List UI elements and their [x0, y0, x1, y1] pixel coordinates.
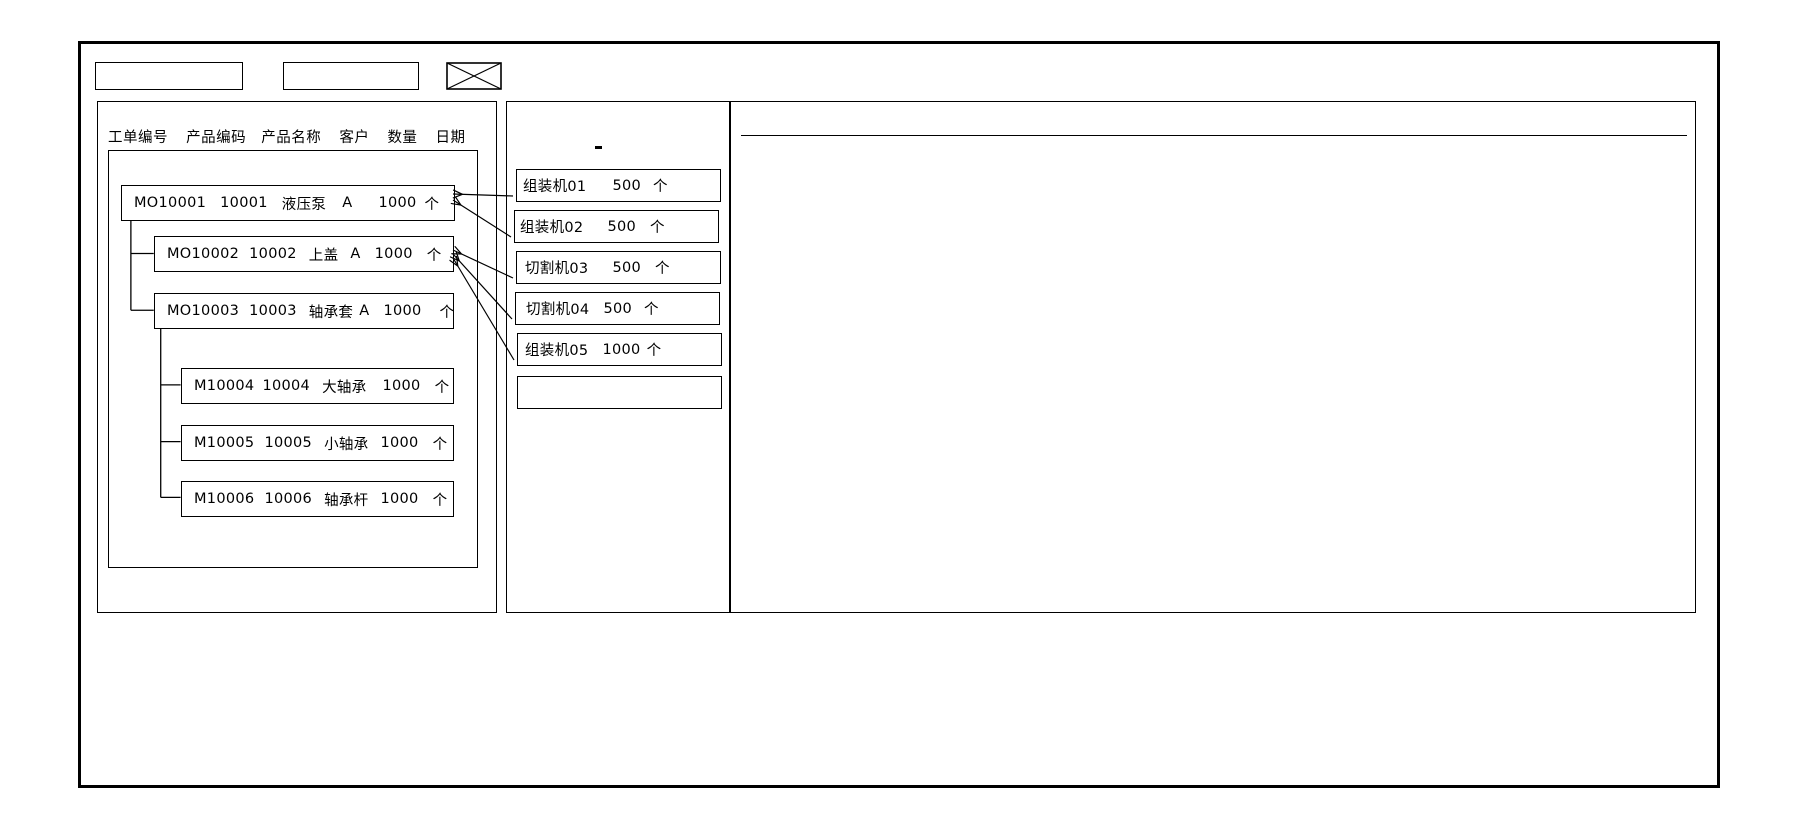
- list-item[interactable]: 切割机04 500 个: [515, 292, 720, 325]
- tree-rows: MO10001 10001 液压泵 A 1000 个 MO10002 10002…: [109, 151, 477, 567]
- row-qty: 1000: [374, 246, 413, 262]
- row-product-name: 小轴承: [324, 436, 369, 453]
- panel-marker-dash: [595, 146, 602, 149]
- machine-unit: 个: [650, 220, 665, 236]
- row-product-name: 轴承杆: [324, 492, 369, 509]
- list-item[interactable]: 组装机02 500 个: [514, 210, 719, 243]
- row-unit: 个: [434, 379, 450, 396]
- row-order-no: MO10002: [167, 246, 240, 262]
- row-qty: 1000: [380, 491, 419, 507]
- machine-qty: 500: [603, 300, 633, 317]
- row-product-code: 10006: [264, 491, 313, 507]
- row-customer: A: [359, 303, 370, 319]
- machine-unit: 个: [646, 343, 662, 359]
- column-header-product-name: 产品名称: [261, 130, 322, 146]
- machine-qty: 500: [607, 218, 637, 235]
- row-order-no: M10006: [194, 491, 255, 507]
- row-unit: 个: [426, 247, 442, 264]
- detail-panel: [730, 101, 1696, 613]
- column-header-customer: 客户: [339, 130, 370, 146]
- list-item[interactable]: 组装机01 500 个: [516, 169, 721, 202]
- machine-name: 组装机05: [525, 343, 589, 359]
- machine-name: 切割机03: [525, 261, 589, 277]
- column-header-product-code: 产品编码: [186, 130, 247, 146]
- row-product-code: 10001: [220, 195, 268, 211]
- row-qty: 1000: [380, 435, 419, 451]
- row-qty: 1000: [382, 378, 421, 394]
- table-row[interactable]: M10005 10005 小轴承 1000 个: [181, 425, 454, 461]
- table-row[interactable]: MO10001 10001 液压泵 A 1000 个: [121, 185, 455, 221]
- detail-panel-header-divider: [741, 135, 1687, 136]
- row-qty: 1000: [378, 195, 417, 211]
- table-row[interactable]: MO10003 10003 轴承套 A 1000 个: [154, 293, 454, 329]
- list-item[interactable]: 组装机05 1000 个: [517, 333, 722, 366]
- row-order-no: MO10003: [167, 303, 240, 319]
- work-order-column-headers: 工单编号 产品编码 产品名称 客户 数量 日期: [108, 126, 466, 147]
- image-placeholder-icon[interactable]: [446, 62, 502, 90]
- machine-unit: 个: [653, 179, 668, 195]
- row-unit: 个: [432, 492, 448, 509]
- row-product-name: 大轴承: [322, 379, 367, 396]
- row-product-name: 轴承套: [308, 304, 354, 321]
- toolbar-field-1[interactable]: [95, 62, 243, 90]
- row-qty: 1000: [383, 303, 422, 319]
- row-unit: 个: [424, 196, 440, 213]
- machine-qty: 500: [612, 177, 642, 194]
- table-row[interactable]: M10006 10006 轴承杆 1000 个: [181, 481, 454, 517]
- list-item-empty[interactable]: [517, 376, 722, 409]
- column-header-qty: 数量: [387, 130, 418, 146]
- table-row[interactable]: M10004 10004 大轴承 1000 个: [181, 368, 454, 404]
- machine-name: 组装机01: [523, 179, 587, 195]
- machine-name: 切割机04: [526, 302, 590, 318]
- row-customer: A: [350, 246, 361, 262]
- column-header-order-no: 工单编号: [108, 130, 168, 146]
- machine-qty: 500: [612, 259, 642, 276]
- machine-unit: 个: [655, 261, 670, 277]
- table-row[interactable]: MO10002 10002 上盖 A 1000 个: [154, 236, 454, 272]
- row-product-name: 上盖: [308, 247, 339, 264]
- row-product-code: 10002: [249, 246, 297, 262]
- work-order-panel: 工单编号 产品编码 产品名称 客户 数量 日期 MO10: [97, 101, 497, 613]
- list-item[interactable]: 切割机03 500 个: [516, 251, 721, 284]
- row-customer: A: [342, 195, 353, 211]
- row-unit: 个: [439, 304, 455, 321]
- app-window-frame: 工单编号 产品编码 产品名称 客户 数量 日期 MO10: [78, 41, 1720, 788]
- row-order-no: M10005: [194, 435, 255, 451]
- row-product-code: 10005: [264, 435, 313, 451]
- row-unit: 个: [432, 436, 448, 453]
- row-product-name: 液压泵: [281, 196, 327, 213]
- row-order-no: M10004: [194, 378, 255, 394]
- row-order-no: MO10001: [134, 195, 207, 211]
- machine-unit: 个: [644, 302, 659, 318]
- machine-name: 组装机02: [520, 220, 584, 236]
- machine-qty: 1000: [602, 341, 641, 358]
- row-product-code: 10003: [249, 303, 297, 319]
- toolbar-field-2[interactable]: [283, 62, 419, 90]
- row-product-code: 10004: [262, 378, 311, 394]
- column-header-date: 日期: [435, 130, 466, 146]
- machine-schedule-panel: 组装机01 500 个 组装机02 500 个 切割机03 500 个 切割机0…: [506, 101, 730, 613]
- work-order-tree-list[interactable]: MO10001 10001 液压泵 A 1000 个 MO10002 10002…: [108, 150, 478, 568]
